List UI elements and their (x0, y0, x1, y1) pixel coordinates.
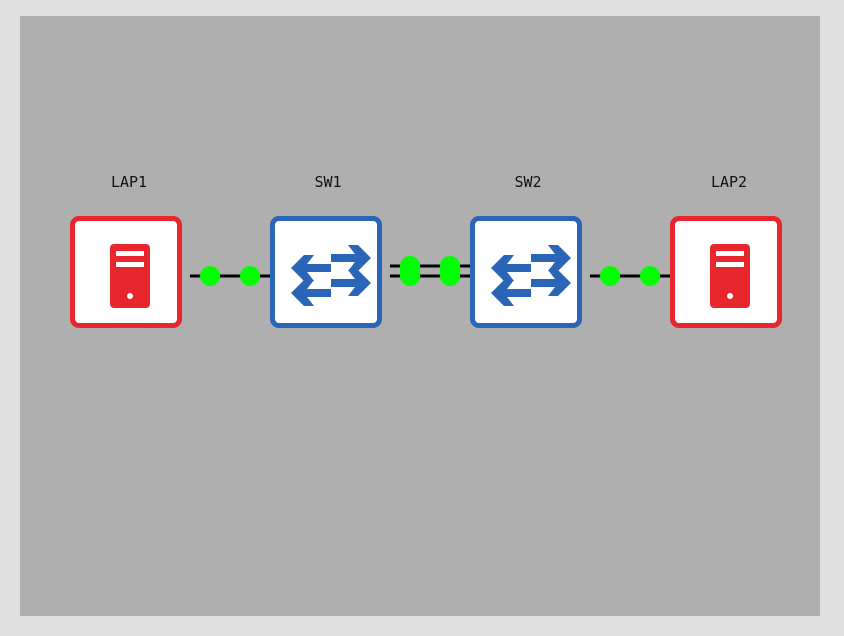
node-label-lap2: LAP2 (710, 173, 748, 191)
port-dot[interactable] (400, 256, 420, 286)
node-label-lap1: LAP1 (110, 173, 148, 191)
node-sw1[interactable] (270, 216, 382, 328)
node-lap1[interactable] (70, 216, 182, 328)
port-dot[interactable] (440, 256, 460, 286)
topology-canvas: LAP1 SW1 SW2 LAP2 (20, 16, 820, 616)
node-lap2[interactable] (670, 216, 782, 328)
port-dot[interactable] (200, 266, 220, 286)
port-dot[interactable] (600, 266, 620, 286)
links-layer (190, 256, 670, 286)
node-sw2[interactable] (470, 216, 582, 328)
switch-arrows-icon (291, 245, 371, 306)
switch-arrows-icon (491, 245, 571, 306)
port-dot[interactable] (640, 266, 660, 286)
port-dot[interactable] (240, 266, 260, 286)
node-label-sw1: SW1 (314, 173, 342, 191)
server-icon (110, 244, 150, 308)
node-label-sw2: SW2 (514, 173, 542, 191)
server-icon (710, 244, 750, 308)
